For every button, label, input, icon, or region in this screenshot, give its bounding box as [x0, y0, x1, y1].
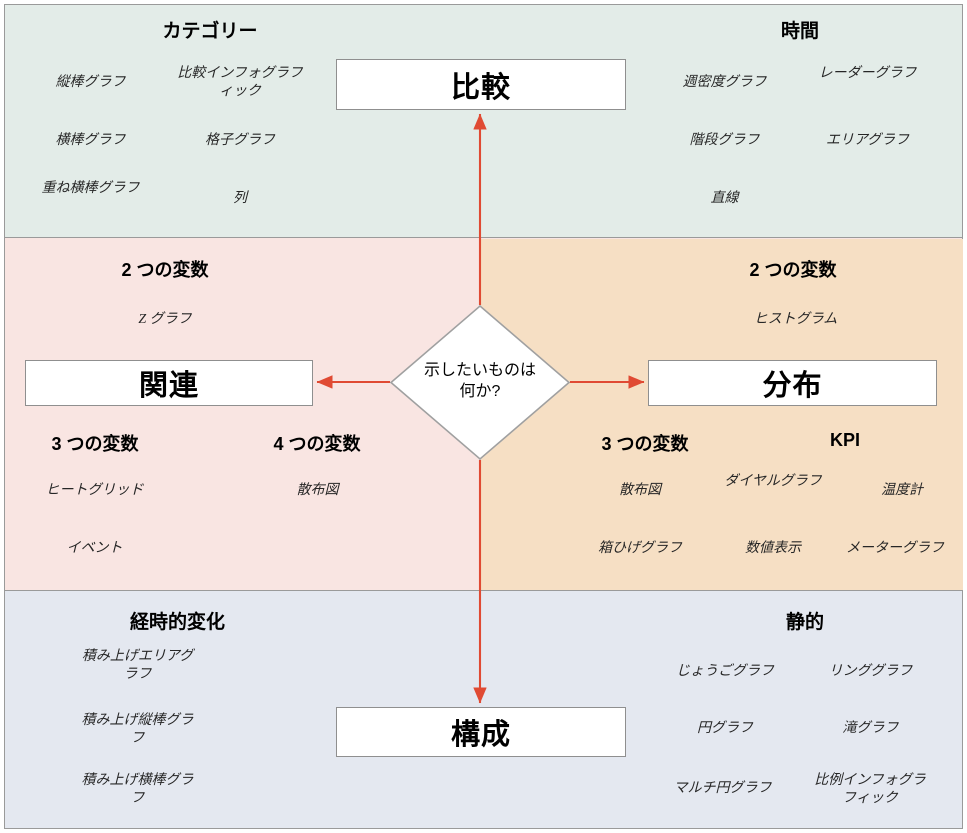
group-title-distribution-three-variables: 3 つの変数: [601, 434, 689, 454]
leaf-vertical-bar-chart[interactable]: 縦棒グラフ: [55, 75, 126, 90]
leaf-heat-grid[interactable]: ヒートグリッド: [45, 483, 144, 498]
leaf-ring-chart[interactable]: リンググラフ: [828, 664, 913, 679]
group-title-distribution-two-variables: 2 つの変数: [749, 260, 837, 280]
decision-diamond[interactable]: 示したいものは何か?: [389, 304, 571, 461]
leaf-proportional-infographic[interactable]: 比例インフォグラフィック: [814, 773, 926, 806]
quadrant-distribution-background: [481, 239, 963, 590]
group-title-time: 時間: [780, 21, 819, 42]
group-title-category: カテゴリー: [162, 21, 258, 42]
leaf-column[interactable]: 列: [233, 191, 247, 206]
leaf-lattice-chart[interactable]: 格子グラフ: [205, 133, 275, 148]
leaf-week-density-chart[interactable]: 週密度グラフ: [682, 75, 767, 90]
leaf-box-whisker-chart[interactable]: 箱ひげグラフ: [598, 541, 682, 556]
group-title-distribution-kpi: KPI: [829, 430, 860, 450]
group-title-static: 静的: [785, 612, 824, 633]
leaf-waterfall-chart[interactable]: 滝グラフ: [842, 721, 899, 736]
answer-box-composition[interactable]: 構成: [336, 707, 626, 757]
leaf-dial-chart[interactable]: ダイヤルグラフ: [724, 474, 822, 489]
leaf-comparison-infographic[interactable]: 比較インフォグラフィック: [177, 66, 303, 99]
leaf-scatter-plot-relationship[interactable]: 散布図: [296, 483, 339, 498]
leaf-multi-pie-chart[interactable]: マルチ円グラフ: [673, 781, 772, 796]
answer-box-comparison[interactable]: 比較: [336, 59, 626, 110]
diamond-outline-icon: [389, 304, 571, 461]
answer-box-distribution[interactable]: 分布: [648, 360, 937, 406]
leaf-stacked-bar-chart[interactable]: 積み上げ横棒グラフ: [81, 773, 194, 806]
leaf-pie-chart[interactable]: 円グラフ: [697, 721, 753, 736]
decision-question-label: 示したいものは何か?: [423, 362, 536, 400]
group-title-change-over-time: 経時的変化: [129, 612, 225, 633]
answer-box-relationship[interactable]: 関連: [25, 360, 313, 406]
leaf-meter-chart[interactable]: メーターグラフ: [846, 541, 944, 556]
leaf-stacked-area-chart[interactable]: 積み上げエリアグラフ: [81, 649, 194, 682]
leaf-thermometer[interactable]: 温度計: [881, 483, 923, 498]
leaf-histogram[interactable]: ヒストグラム: [753, 312, 838, 327]
leaf-event[interactable]: イベント: [66, 541, 123, 556]
leaf-straight-line[interactable]: 直線: [710, 191, 739, 206]
leaf-numeric-display[interactable]: 数値表示: [745, 541, 801, 556]
group-title-relationship-three-variables: 3 つの変数: [51, 434, 139, 454]
leaf-area-chart[interactable]: エリアグラフ: [825, 133, 910, 148]
group-title-relationship-two-variables: 2 つの変数: [121, 260, 209, 280]
leaf-horizontal-bar-chart[interactable]: 横棒グラフ: [55, 133, 126, 148]
group-title-relationship-four-variables: 4 つの変数: [273, 434, 361, 454]
leaf-z-chart[interactable]: Z グラフ: [138, 312, 192, 327]
leaf-stacked-horizontal-bar-chart[interactable]: 重ね横棒グラフ: [41, 181, 140, 196]
leaf-scatter-plot-distribution[interactable]: 散布図: [619, 483, 661, 498]
leaf-radar-chart[interactable]: レーダーグラフ: [818, 66, 917, 81]
leaf-stacked-column-chart[interactable]: 積み上げ縦棒グラフ: [81, 713, 194, 746]
leaf-funnel-chart[interactable]: じょうごグラフ: [676, 664, 774, 679]
leaf-step-chart[interactable]: 階段グラフ: [689, 133, 760, 148]
